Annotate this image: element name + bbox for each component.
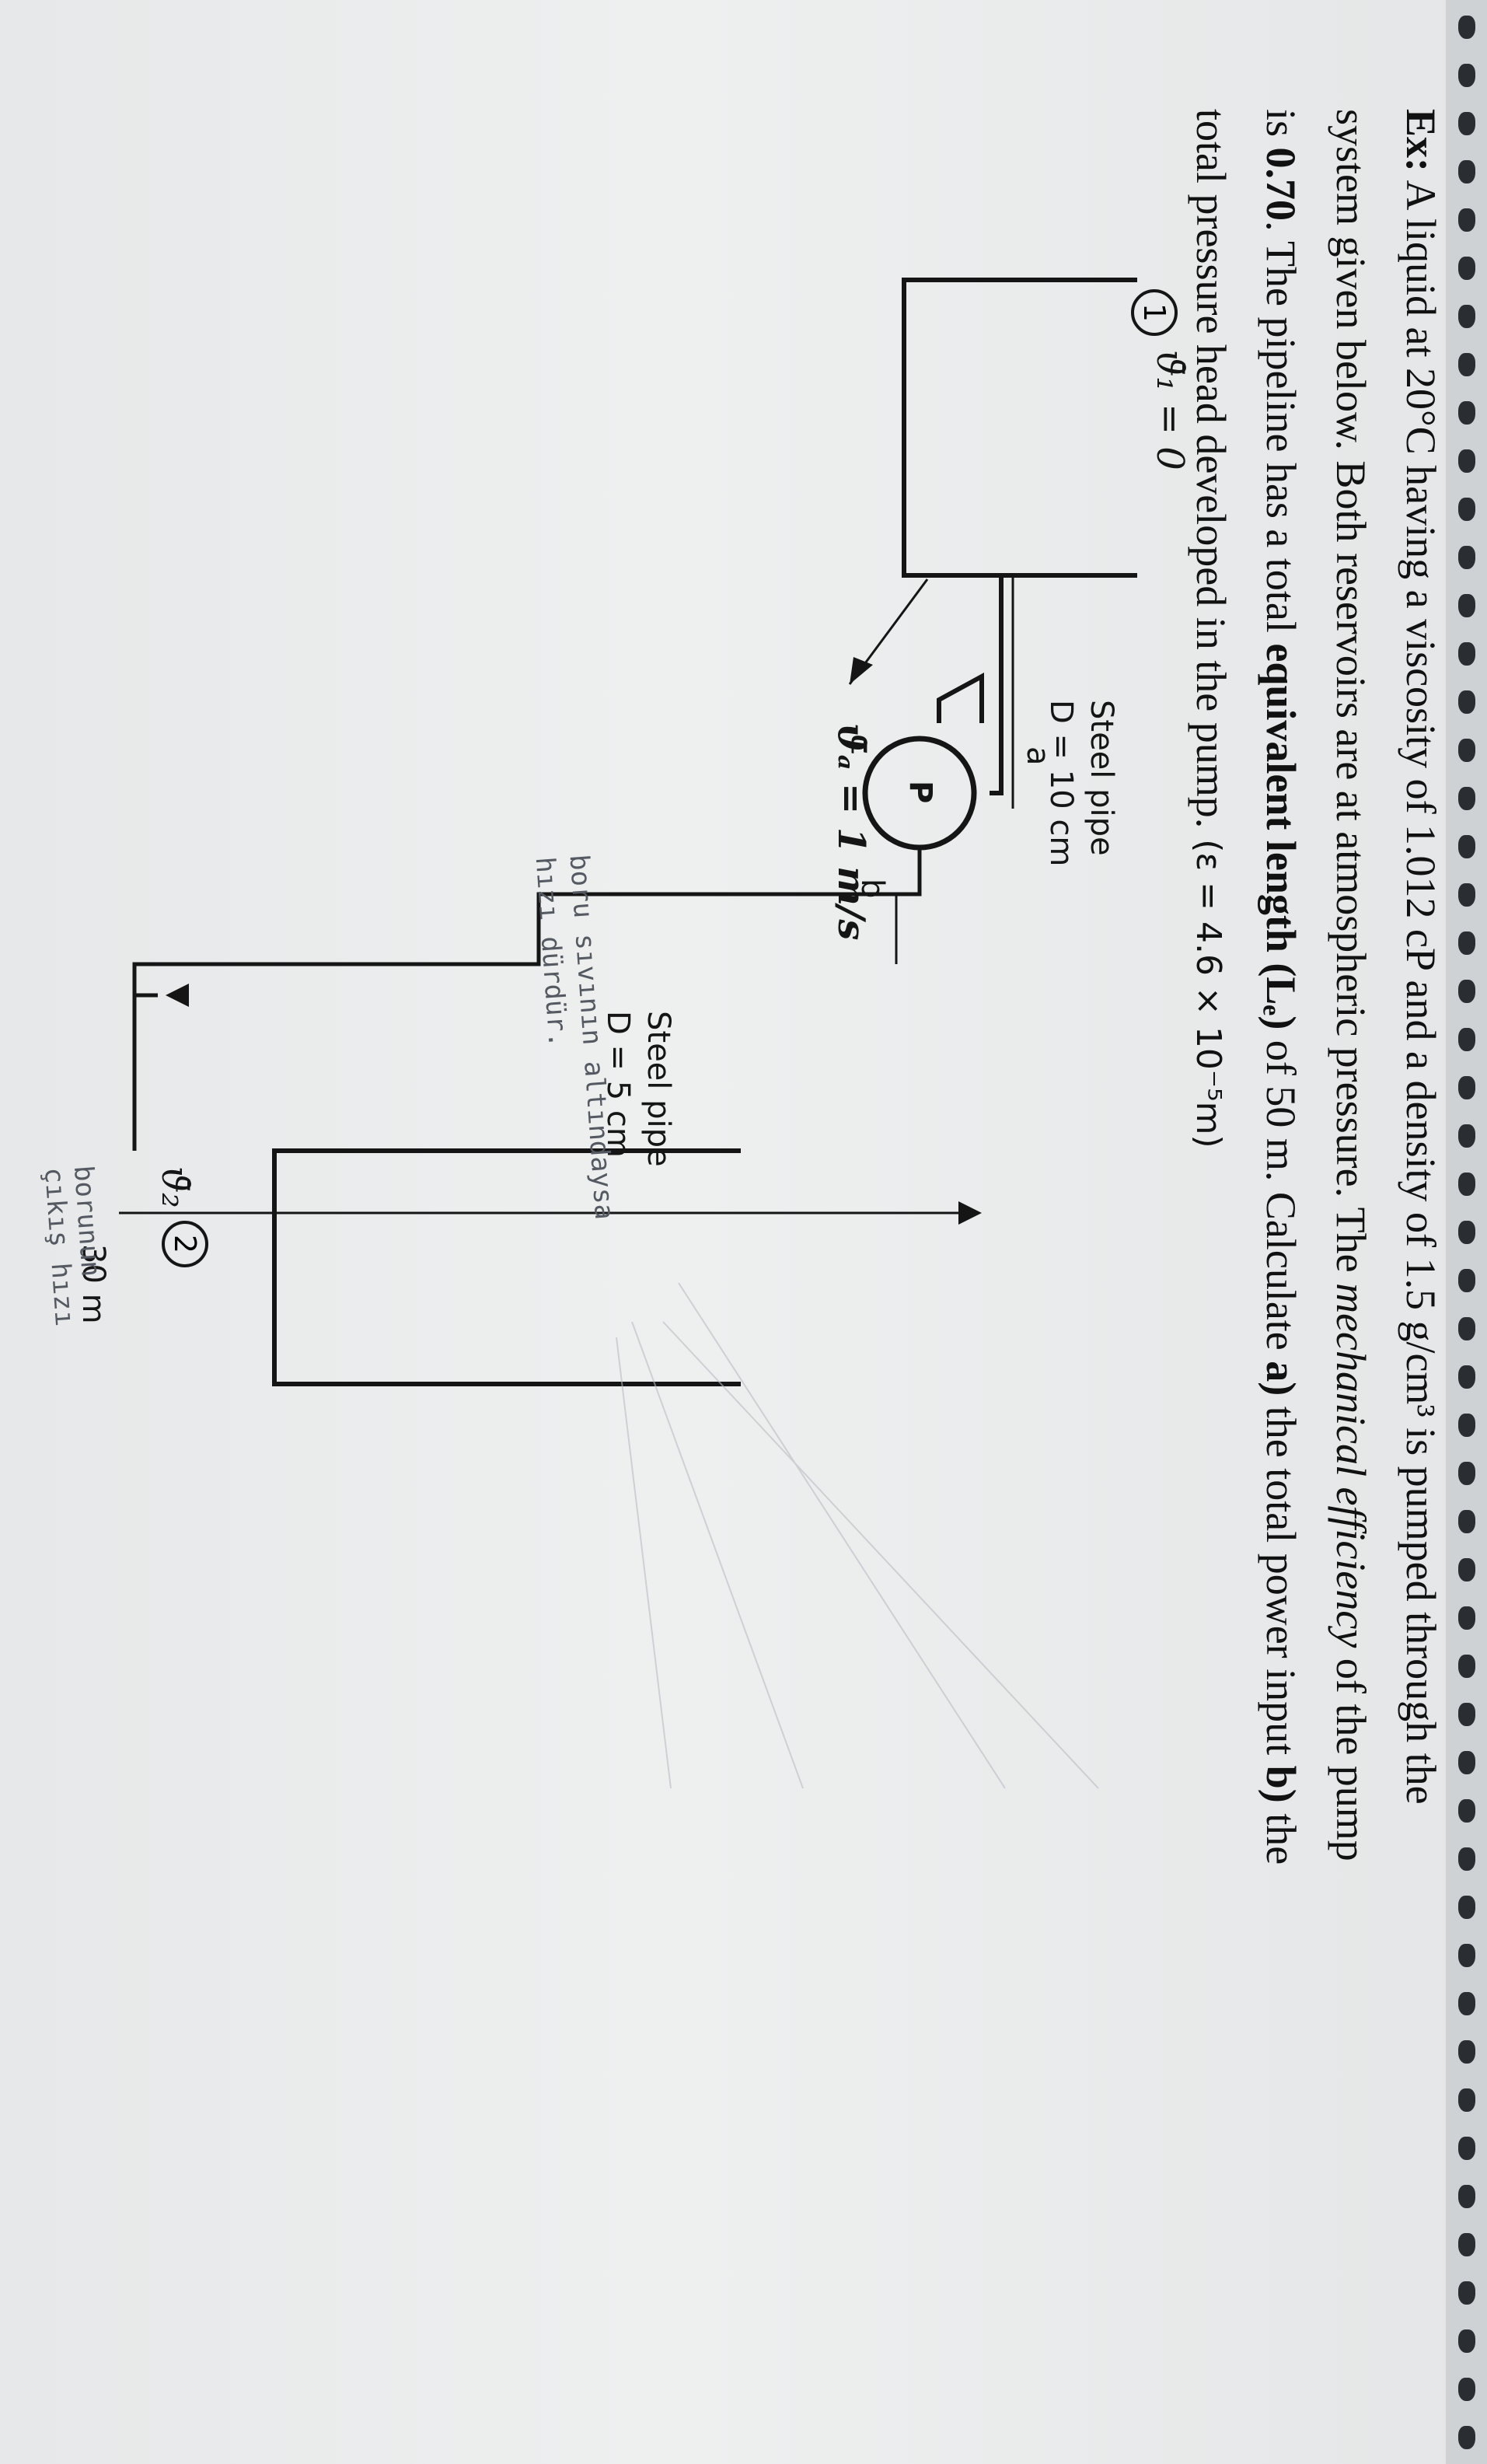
spiral-coil: [1458, 449, 1475, 473]
pump-base: [937, 672, 984, 723]
spiral-coil: [1458, 1221, 1475, 1244]
spiral-coil: [1458, 787, 1475, 810]
spiral-coil: [1458, 546, 1475, 569]
v1-label: ϑ̄₁ = 0: [1148, 350, 1192, 470]
spiral-coil: [1458, 739, 1475, 762]
spiral-coil: [1458, 1462, 1475, 1485]
spiral-coil: [1458, 1944, 1475, 1967]
spiral-coil: [1458, 401, 1475, 425]
pipe-1-diameter: D = 10 cm: [1043, 700, 1079, 867]
spiral-coil: [1458, 2378, 1475, 2401]
reservoir-2: [272, 1148, 741, 1386]
spiral-coil: [1458, 1028, 1475, 1051]
point-a-label: a: [1020, 746, 1056, 766]
spiral-coil: [1458, 835, 1475, 858]
arrow-head-va: [850, 657, 873, 684]
spiral-coil: [1458, 160, 1475, 183]
spiral-coil: [1458, 642, 1475, 666]
v2-label: ϑ̄₂: [153, 1166, 197, 1208]
spiral-coil: [1458, 2088, 1475, 2112]
spiral-coil: [1458, 498, 1475, 521]
spiral-coil: [1458, 1655, 1475, 1678]
spiral-coil: [1458, 2281, 1475, 2305]
spiral-coil: [1458, 1124, 1475, 1148]
spiral-coil: [1458, 1173, 1475, 1196]
spiral-coil: [1458, 1606, 1475, 1630]
arrow-head-height-top: [958, 1201, 982, 1225]
node-2-marker: 2: [162, 1221, 208, 1267]
spiral-coil: [1458, 1896, 1475, 1919]
spiral-coil: [1458, 1847, 1475, 1871]
spiral-coil: [1458, 208, 1475, 232]
spiral-coil: [1458, 1365, 1475, 1389]
node-1-marker: 1: [1131, 289, 1178, 336]
spiral-coil: [1458, 980, 1475, 1003]
spiral-coil: [1458, 16, 1475, 39]
va-label: ϑ̄ₐ = 1 m/s: [829, 723, 873, 941]
arrow-head-v2: [166, 984, 189, 1007]
spiral-coil: [1458, 690, 1475, 714]
spiral-coil: [1458, 305, 1475, 328]
spiral-coil: [1458, 1799, 1475, 1823]
spiral-coil: [1458, 1510, 1475, 1533]
suction-pipe: [990, 575, 1004, 795]
spiral-coil: [1458, 1414, 1475, 1437]
spiral-coil: [1458, 2233, 1475, 2256]
spiral-coil: [1458, 2137, 1475, 2160]
spiral-coil: [1458, 594, 1475, 617]
spiral-coil: [1458, 2185, 1475, 2208]
spiral-coil: [1458, 2426, 1475, 2449]
spiral-coil: [1458, 353, 1475, 376]
reservoir-1: [902, 278, 1137, 578]
spiral-coil: [1458, 2329, 1475, 2353]
spiral-coil: [1458, 1269, 1475, 1292]
spiral-coil: [1458, 64, 1475, 87]
spiral-coil: [1458, 1992, 1475, 2015]
spiral-coil: [1458, 1703, 1475, 1726]
pipe-2-type: Steel pipe: [641, 1011, 676, 1167]
pump-label: P: [902, 781, 938, 804]
spiral-coil: [1458, 883, 1475, 907]
spiral-coil: [1458, 2040, 1475, 2064]
spiral-coil: [1458, 257, 1475, 280]
spiral-coil: [1458, 1558, 1475, 1582]
spiral-coil: [1458, 1076, 1475, 1099]
pipe-1-label: Steel pipe D = 10 cm: [1041, 700, 1122, 866]
pipe-1-type: Steel pipe: [1084, 700, 1119, 856]
spiral-coil: [1458, 112, 1475, 135]
handwritten-note-outlet: borunun çıkış hızı: [38, 1165, 109, 1328]
spiral-coil: [1458, 1317, 1475, 1340]
spiral-coil: [1458, 931, 1475, 955]
spiral-binding: [1446, 0, 1487, 2464]
spiral-coil: [1458, 1751, 1475, 1774]
discharge-pipe: [132, 848, 922, 998]
